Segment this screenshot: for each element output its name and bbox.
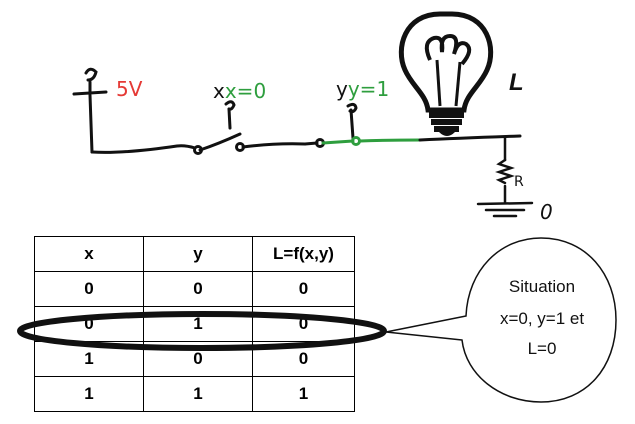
truth-table: x y L=f(x,y) 0 0 0 0 1 0 1 0 0 1 1 1	[34, 236, 355, 412]
table-header-row: x y L=f(x,y)	[34, 236, 355, 272]
cell-output: 1	[252, 376, 355, 412]
table-row-highlighted: 0 1 0	[34, 306, 355, 342]
table-row: 0 0 0	[34, 271, 355, 307]
circuit-diagram: 5V xx=0 yy=1 L	[72, 11, 553, 224]
cell-output: 0	[252, 271, 355, 307]
switch-y	[303, 102, 522, 148]
resistor-icon	[495, 135, 515, 204]
callout-line-1: Situation	[508, 277, 576, 296]
cell-x: 1	[34, 376, 144, 412]
resistor-label: R	[514, 174, 524, 190]
table-row: 1 0 0	[34, 341, 355, 377]
header-y: y	[143, 236, 253, 272]
cell-y: 1	[143, 306, 253, 342]
ground-icon	[476, 201, 534, 218]
callout-line-3: L=0	[527, 339, 557, 358]
voltage-source	[72, 67, 197, 154]
cell-y: 0	[143, 341, 253, 377]
switch-x-label: xx=0	[213, 79, 266, 103]
cell-output: 0	[252, 341, 355, 377]
switch-x	[193, 100, 307, 155]
table-row: 1 1 1	[34, 376, 355, 412]
cell-x: 0	[34, 271, 144, 307]
lamp-label: L	[509, 69, 524, 96]
header-x: x	[34, 236, 144, 272]
light-bulb-icon	[398, 11, 494, 136]
header-output: L=f(x,y)	[252, 236, 355, 272]
switch-y-label: yy=1	[336, 77, 389, 101]
cell-x: 1	[34, 341, 144, 377]
ground-label: 0	[540, 200, 553, 224]
cell-y: 0	[143, 271, 253, 307]
cell-output: 0	[252, 306, 355, 342]
callout-line-2: x=0, y=1 et	[499, 309, 585, 328]
cell-y: 1	[143, 376, 253, 412]
cell-x: 0	[34, 306, 144, 342]
voltage-label: 5V	[116, 77, 143, 101]
